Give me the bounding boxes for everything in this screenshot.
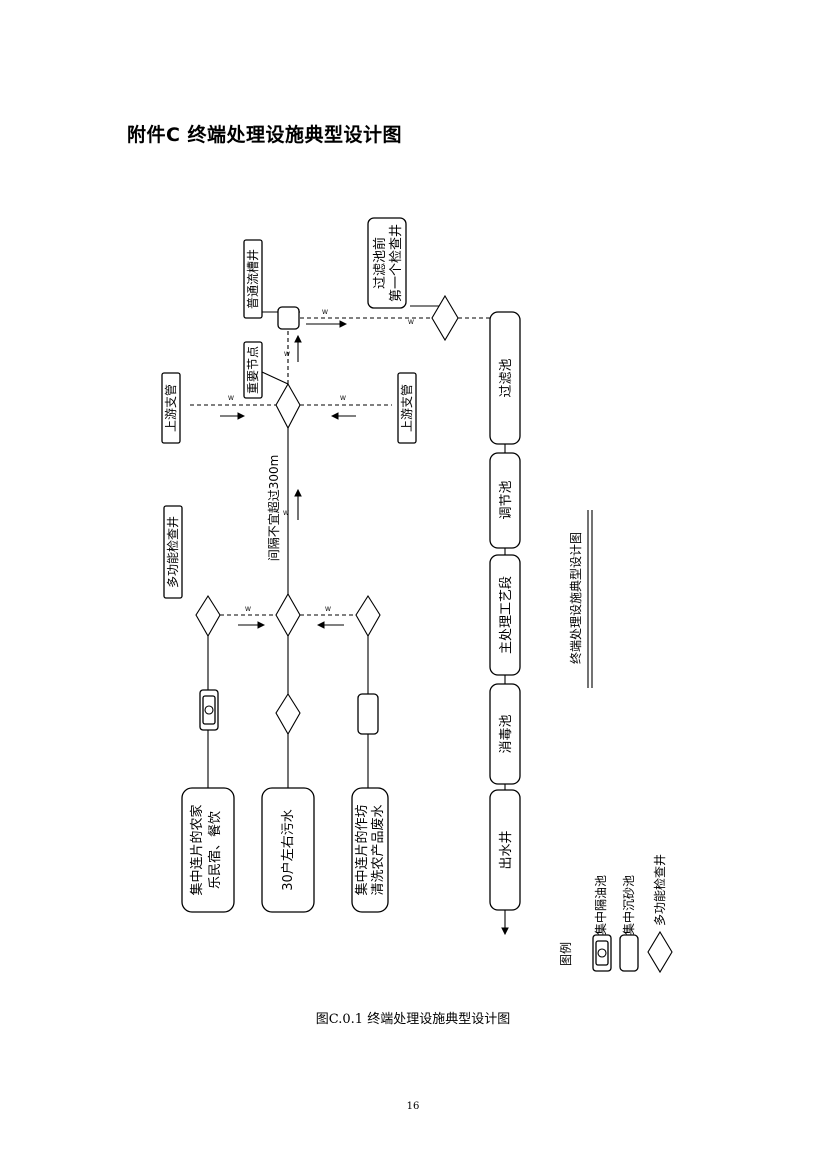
flow-mark: W xyxy=(284,351,290,358)
flow-mark: W xyxy=(340,395,346,402)
legend-label-sand-trap: 集中沉砂池 xyxy=(621,875,636,935)
multi-function-well-icon xyxy=(275,592,301,638)
process-label-main-treatment: 主处理工艺段 xyxy=(499,576,514,654)
flow-mark: W xyxy=(322,309,328,316)
label-box-flow-well xyxy=(243,239,263,319)
process-label-filter-tank: 过滤池 xyxy=(499,358,514,397)
flow-mark: W xyxy=(283,510,289,517)
multi-well-label: 多功能检查井 xyxy=(165,516,180,588)
page-number: 16 xyxy=(406,1101,420,1112)
process-label-disinfection-tank: 消毒池 xyxy=(499,714,514,753)
upstream-left-label: 上游支管 xyxy=(163,384,178,432)
legend-grease-trap-circle xyxy=(597,948,607,958)
flow-mark: W xyxy=(325,606,331,613)
legend-multi-well-icon xyxy=(647,930,673,974)
legend-grease-trap-inner xyxy=(595,940,609,966)
legend-title: 图例 xyxy=(559,942,573,966)
flow-channel-well-icon xyxy=(277,306,300,330)
interval-note: 间隔不宜超过300m xyxy=(266,455,281,562)
label-box-upstream-right xyxy=(397,372,417,444)
grease-trap-circle xyxy=(204,705,214,715)
label-box-upstream-left xyxy=(161,372,181,444)
page-heading: 附件C 终端处理设施典型设计图 xyxy=(127,124,403,146)
multi-function-well-icon xyxy=(275,692,301,736)
pre-filter-label-1: 过滤池前 xyxy=(372,237,388,289)
flow-mark: W xyxy=(228,395,234,402)
pre-filter-label-2: 第一个检查井 xyxy=(389,224,404,302)
source-workshop-label-2: 清洗农产品废水 xyxy=(370,804,386,895)
pre-filter-well-icon xyxy=(431,294,459,342)
source-households-label: 30户左右污水 xyxy=(280,809,296,891)
source-workshop-label-1: 集中连片的作坊 xyxy=(354,804,370,895)
sand-trap-icon xyxy=(357,693,379,735)
flow-mark: W xyxy=(245,606,251,613)
key-node-well-icon xyxy=(275,382,301,430)
process-label-outlet-well: 出水井 xyxy=(499,830,514,869)
label-box-multi-well xyxy=(163,505,183,599)
label-box-key-node xyxy=(243,341,263,399)
source-box-farmhouse xyxy=(181,787,235,913)
source-farmhouse-label-1: 集中连片的农家 xyxy=(189,804,205,895)
process-label-regulating-tank: 调节池 xyxy=(499,480,514,519)
leader-line xyxy=(261,371,289,385)
multi-function-well-icon xyxy=(355,594,381,638)
grease-trap-inner xyxy=(202,695,216,725)
diagram-subtitle: 终端处理设施典型设计图 xyxy=(568,532,583,664)
key-node-label: 重要节点 xyxy=(246,346,260,394)
source-farmhouse-label-2: 乐民宿、餐饮 xyxy=(207,811,223,889)
legend-label-grease-trap: 集中隔油池 xyxy=(593,875,608,935)
source-box-workshop xyxy=(351,787,389,913)
figure-caption: 图C.0.1 终端处理设施典型设计图 xyxy=(315,1012,511,1027)
flow-well-label: 普通流槽井 xyxy=(246,249,260,309)
upstream-right-label: 上游支管 xyxy=(399,384,414,432)
flow-mark: W xyxy=(408,319,414,326)
label-box-pre-filter-well xyxy=(367,217,407,309)
legend-sand-trap-icon xyxy=(619,934,639,972)
legend-label-multi-well: 多功能检查井 xyxy=(652,854,667,926)
multi-function-well-icon xyxy=(195,594,221,638)
source-box-households xyxy=(261,787,315,913)
